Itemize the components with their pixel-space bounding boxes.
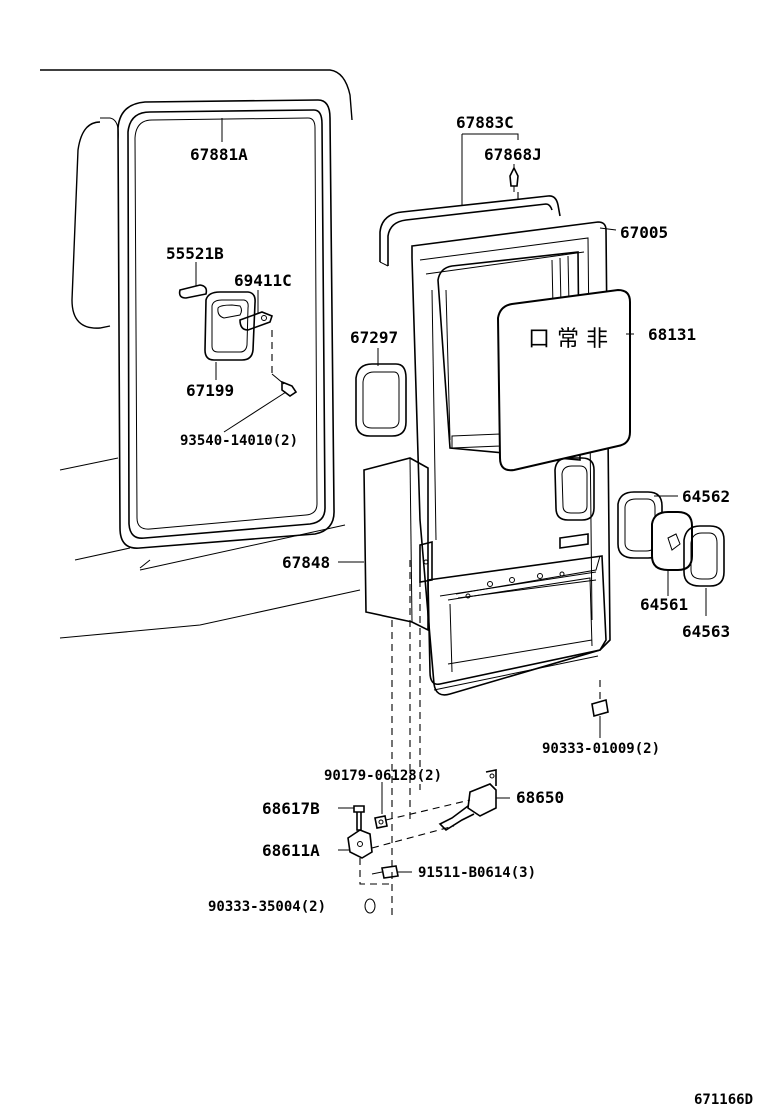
cover-64561 [651,511,693,571]
label-64562: 64562 [682,487,730,506]
clip-90333-01009 [591,698,609,718]
bolt-68617B [353,805,365,831]
label-90333-01009: 90333-01009(2) [542,741,660,757]
label-69411C: 69411C [234,271,292,290]
frame-64563 [683,525,725,587]
door-check-68650 [438,769,497,832]
part-labels: 67881A 67883C 67868J 67005 55521B 69411C… [166,113,753,1108]
vent-frame-67297 [355,363,407,437]
leader-lines [195,118,707,873]
clip-67868J [509,166,519,192]
door-plate-text: 口 常 非 [528,327,608,352]
nut-90179-06128 [374,815,388,829]
label-67881A: 67881A [190,145,248,164]
handle-cover-67199 [204,291,256,361]
label-90179-06128: 90179-06128(2) [324,768,442,784]
upper-weatherstrip-67883C [379,195,561,267]
assembly-lines [271,192,601,916]
clip-55521B [178,284,208,299]
label-91511-B0614: 91511-B0614(3) [418,865,536,881]
label-64563: 64563 [682,622,730,641]
bracket-69411C [239,311,273,331]
label-67868J: 67868J [484,145,542,164]
label-67848: 67848 [282,553,330,572]
label-67005: 67005 [620,223,668,242]
label-93540-14010: 93540-14010(2) [180,433,298,449]
label-64561: 64561 [640,595,688,614]
label-68611A: 68611A [262,841,320,860]
footer-diagram-id: 671166D [694,1092,753,1108]
label-90333-35004: 90333-35004(2) [208,899,326,915]
label-68617B: 68617B [262,799,320,818]
label-68650: 68650 [516,788,564,807]
label-68131: 68131 [648,325,696,344]
label-67883C: 67883C [456,113,514,132]
screw-93540 [271,373,298,397]
screw-91511-B0614 [371,865,399,879]
label-55521B: 55521B [166,244,224,263]
weatherstrip-frame-67881A [117,99,335,549]
plate-68131: 口 常 非 [496,288,631,472]
insulator-67848 [363,457,429,632]
washer-90333-35004 [364,898,376,914]
label-67199: 67199 [186,381,234,400]
label-67297: 67297 [350,328,398,347]
hinge-plate-68611A [347,829,373,859]
vehicle-body-outline [40,69,361,639]
